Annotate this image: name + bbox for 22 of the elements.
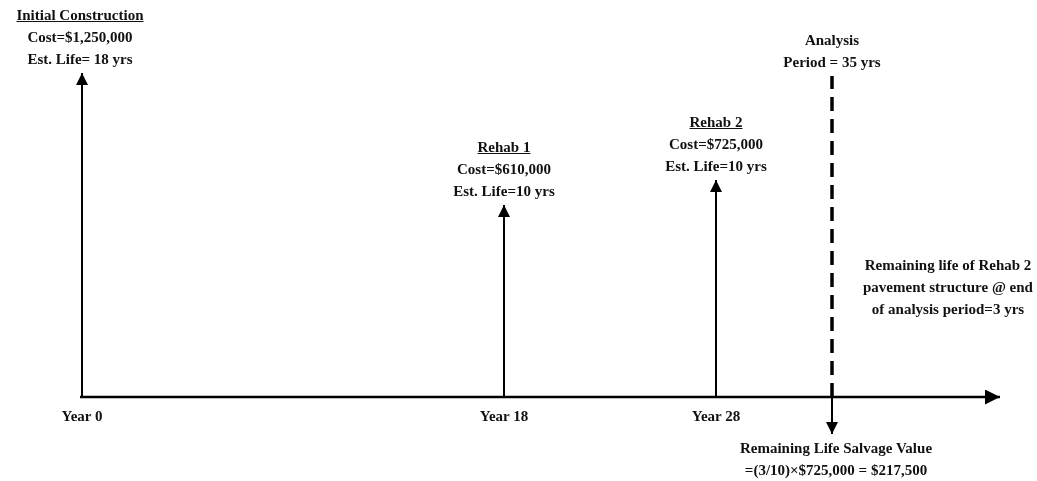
event-text: Est. Life=10 yrs <box>453 182 555 201</box>
event-text: Remaining Life Salvage Value <box>739 439 933 458</box>
event-text: Cost=$725,000 <box>669 135 763 154</box>
event-text: Est. Life=10 yrs <box>665 157 767 176</box>
event-text: Est. Life= 18 yrs <box>27 50 133 69</box>
year-label: Year 0 <box>60 407 104 426</box>
event-text: Period = 35 yrs <box>783 53 881 72</box>
note-text: Remaining life of Rehab 2 pavement structure @ end of analysis period=3 yrs <box>863 256 1033 319</box>
arrow <box>710 179 722 398</box>
event-text: =(3/10)×$725,000 = $217,500 <box>744 461 928 480</box>
event-heading: Rehab 1 <box>477 138 531 157</box>
event-text: Cost=$610,000 <box>457 160 551 179</box>
event-heading: Rehab 2 <box>689 113 743 132</box>
event-text: Cost=$1,250,000 <box>27 28 133 47</box>
year-label: Year 28 <box>690 407 742 426</box>
arrow <box>826 396 838 435</box>
dashed-line <box>830 76 834 397</box>
arrow <box>76 72 88 398</box>
year-label: Year 18 <box>478 407 530 426</box>
event-text: Analysis <box>804 31 860 50</box>
arrow <box>498 204 510 398</box>
event-heading: Initial Construction <box>16 6 144 25</box>
